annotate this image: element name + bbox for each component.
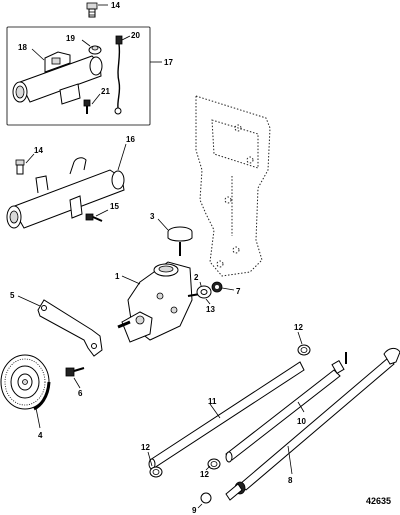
callout-14-side: 14 xyxy=(34,146,43,155)
part-12-clamp-top xyxy=(297,331,311,356)
callout-18: 18 xyxy=(18,43,27,52)
part-6-bolt xyxy=(65,367,85,389)
inset-box-17 xyxy=(6,26,162,126)
part-8-hose xyxy=(225,347,400,501)
callout-20: 20 xyxy=(131,31,140,40)
part-12-clamp-left xyxy=(147,451,163,478)
callout-5: 5 xyxy=(10,291,15,300)
part-18-housing xyxy=(12,48,103,105)
callout-10: 10 xyxy=(297,417,306,426)
part-7-nut xyxy=(211,281,235,293)
callout-2: 2 xyxy=(194,273,199,282)
callout-9: 9 xyxy=(192,506,197,515)
callout-15: 15 xyxy=(110,202,119,211)
callout-12-mid: 12 xyxy=(200,470,209,479)
part-10-hose xyxy=(225,352,347,463)
callout-3: 3 xyxy=(150,212,155,221)
part-19-nut xyxy=(81,39,102,55)
callout-21: 21 xyxy=(101,87,110,96)
part-21-screw xyxy=(83,93,101,114)
part-13-washer xyxy=(196,285,212,305)
part-16-cooler xyxy=(6,143,127,229)
part-1-power-steering-pump xyxy=(117,261,201,343)
part-9-o-ring xyxy=(197,492,212,509)
callout-16: 16 xyxy=(126,135,135,144)
callout-6: 6 xyxy=(78,389,83,398)
callout-14-top: 14 xyxy=(111,1,120,10)
callout-8: 8 xyxy=(288,476,293,485)
callout-13: 13 xyxy=(206,305,215,314)
mounting-bracket-ghost xyxy=(195,95,271,277)
callout-19: 19 xyxy=(66,34,75,43)
part-4-pulley xyxy=(0,354,51,429)
part-12-clamp-mid xyxy=(205,458,221,471)
part-20-sensor-wire xyxy=(114,35,131,115)
part-5-bracket xyxy=(17,295,103,357)
callout-1: 1 xyxy=(115,272,120,281)
part-3-reservoir-cap xyxy=(157,218,193,256)
part-14-fitting-side xyxy=(15,153,35,175)
callout-7: 7 xyxy=(236,287,241,296)
callout-4: 4 xyxy=(38,431,43,440)
part-14-fitting-top xyxy=(86,2,108,18)
callout-11: 11 xyxy=(208,397,217,406)
callout-12-top: 12 xyxy=(294,323,303,332)
figure-number: 42635 xyxy=(366,496,392,506)
part-15-screw xyxy=(85,209,109,222)
callout-12-left: 12 xyxy=(141,443,150,452)
callout-17: 17 xyxy=(164,58,173,67)
callout-labels: 14 19 20 18 17 21 16 14 15 3 1 2 7 13 5 … xyxy=(10,1,306,515)
